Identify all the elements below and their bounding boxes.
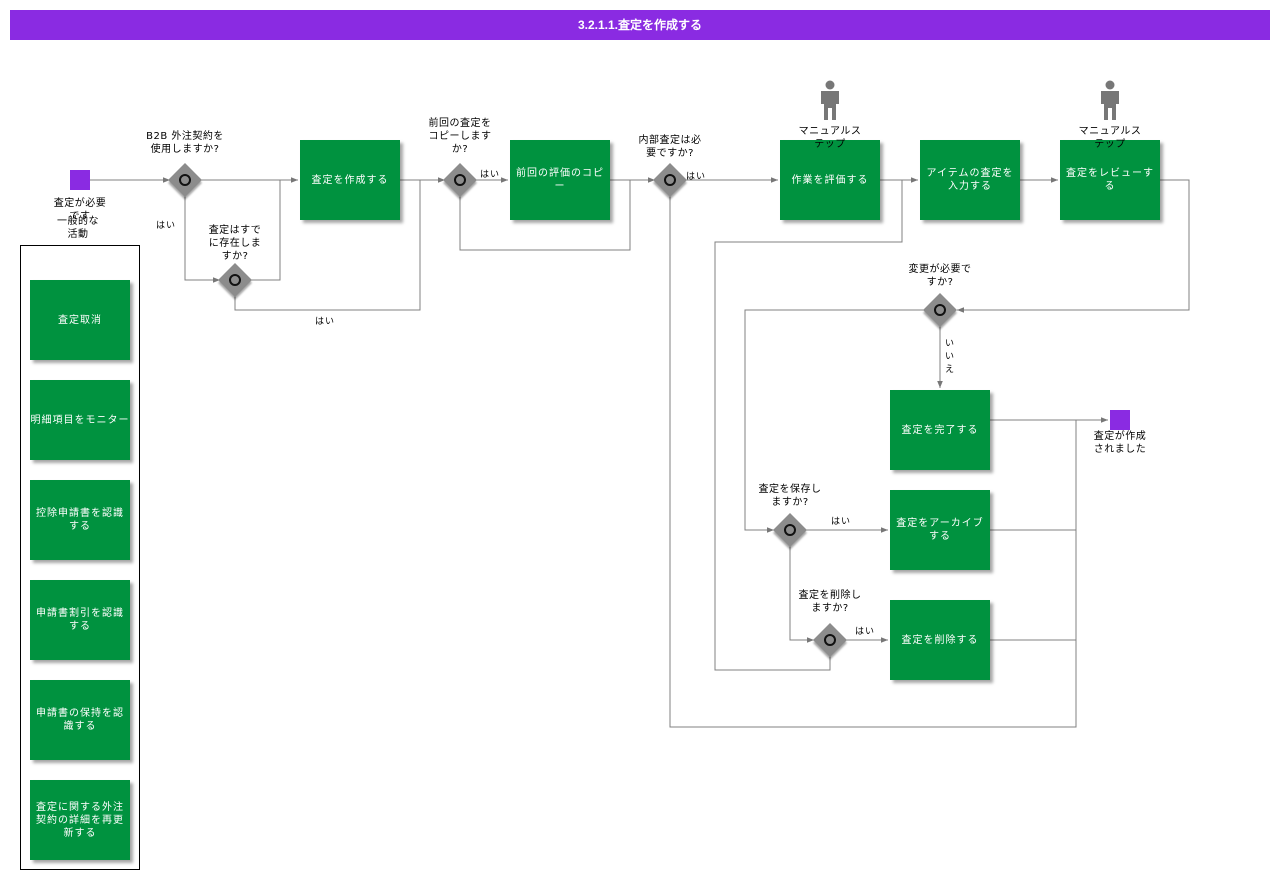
task-review[interactable]: 査定をレビューする (1060, 140, 1160, 220)
diagram-title: 3.2.1.1.査定を作成する (10, 10, 1270, 40)
gateway-change-label: 変更が必要ですか? (908, 264, 972, 288)
manual-step-label: マニュアルステップ (798, 126, 862, 150)
end-event-label: 査定が作成されました (1093, 431, 1147, 455)
gateway-marker-icon (179, 174, 191, 186)
general-activities-container (20, 245, 140, 870)
manual-step-label: マニュアルステップ (1078, 126, 1142, 150)
container-title: 一般的な活動 (57, 216, 99, 240)
flow-label-yes: はい (315, 317, 336, 327)
activity-deduction[interactable]: 控除申請書を認識する (30, 480, 130, 560)
gateway-b2b-label: B2B 外注契約を使用しますか? (146, 131, 224, 155)
gateway-copy-label: 前回の査定をコピーしますか? (428, 118, 492, 155)
flow-label-yes: はい (480, 170, 501, 180)
gateway-delete-label: 査定を削除しますか? (798, 590, 862, 614)
activity-cancel[interactable]: 査定取消 (30, 280, 130, 360)
task-evaluate-work[interactable]: 作業を評価する (780, 140, 880, 220)
gateway-marker-icon (229, 274, 241, 286)
activity-monitor[interactable]: 明細項目をモニター (30, 380, 130, 460)
person-icon (821, 80, 839, 120)
gateway-save-label: 査定を保存しますか? (758, 484, 822, 508)
start-event[interactable] (70, 170, 90, 190)
task-enter-item[interactable]: アイテムの査定を入力する (920, 140, 1020, 220)
flow-label-yes: はい (831, 517, 852, 527)
flow-label-yes: はい (855, 627, 876, 637)
start-event-label: 査定が必要です (53, 198, 107, 222)
flow-label-no: いいえ (945, 339, 956, 375)
gateway-exists-label: 査定はすでに存在しますか? (208, 225, 262, 262)
task-complete[interactable]: 査定を完了する (890, 390, 990, 470)
flow-label-yes: はい (686, 172, 707, 182)
activity-discount[interactable]: 申請書割引を認識する (30, 580, 130, 660)
task-copy-prev[interactable]: 前回の評価のコピー (510, 140, 610, 220)
gateway-marker-icon (454, 174, 466, 186)
gateway-marker-icon (784, 524, 796, 536)
task-archive[interactable]: 査定をアーカイブする (890, 490, 990, 570)
task-delete[interactable]: 査定を削除する (890, 600, 990, 680)
gateway-marker-icon (934, 304, 946, 316)
activity-retention[interactable]: 申請書の保持を認識する (30, 680, 130, 760)
flow-label-yes: はい (156, 221, 177, 231)
end-event[interactable] (1110, 410, 1130, 430)
gateway-internal-label: 内部査定は必要ですか? (638, 135, 702, 159)
person-icon (1101, 80, 1119, 120)
gateway-marker-icon (664, 174, 676, 186)
gateway-marker-icon (824, 634, 836, 646)
task-create[interactable]: 査定を作成する (300, 140, 400, 220)
activity-update-contract[interactable]: 査定に関する外注契約の詳細を再更新する (30, 780, 130, 860)
